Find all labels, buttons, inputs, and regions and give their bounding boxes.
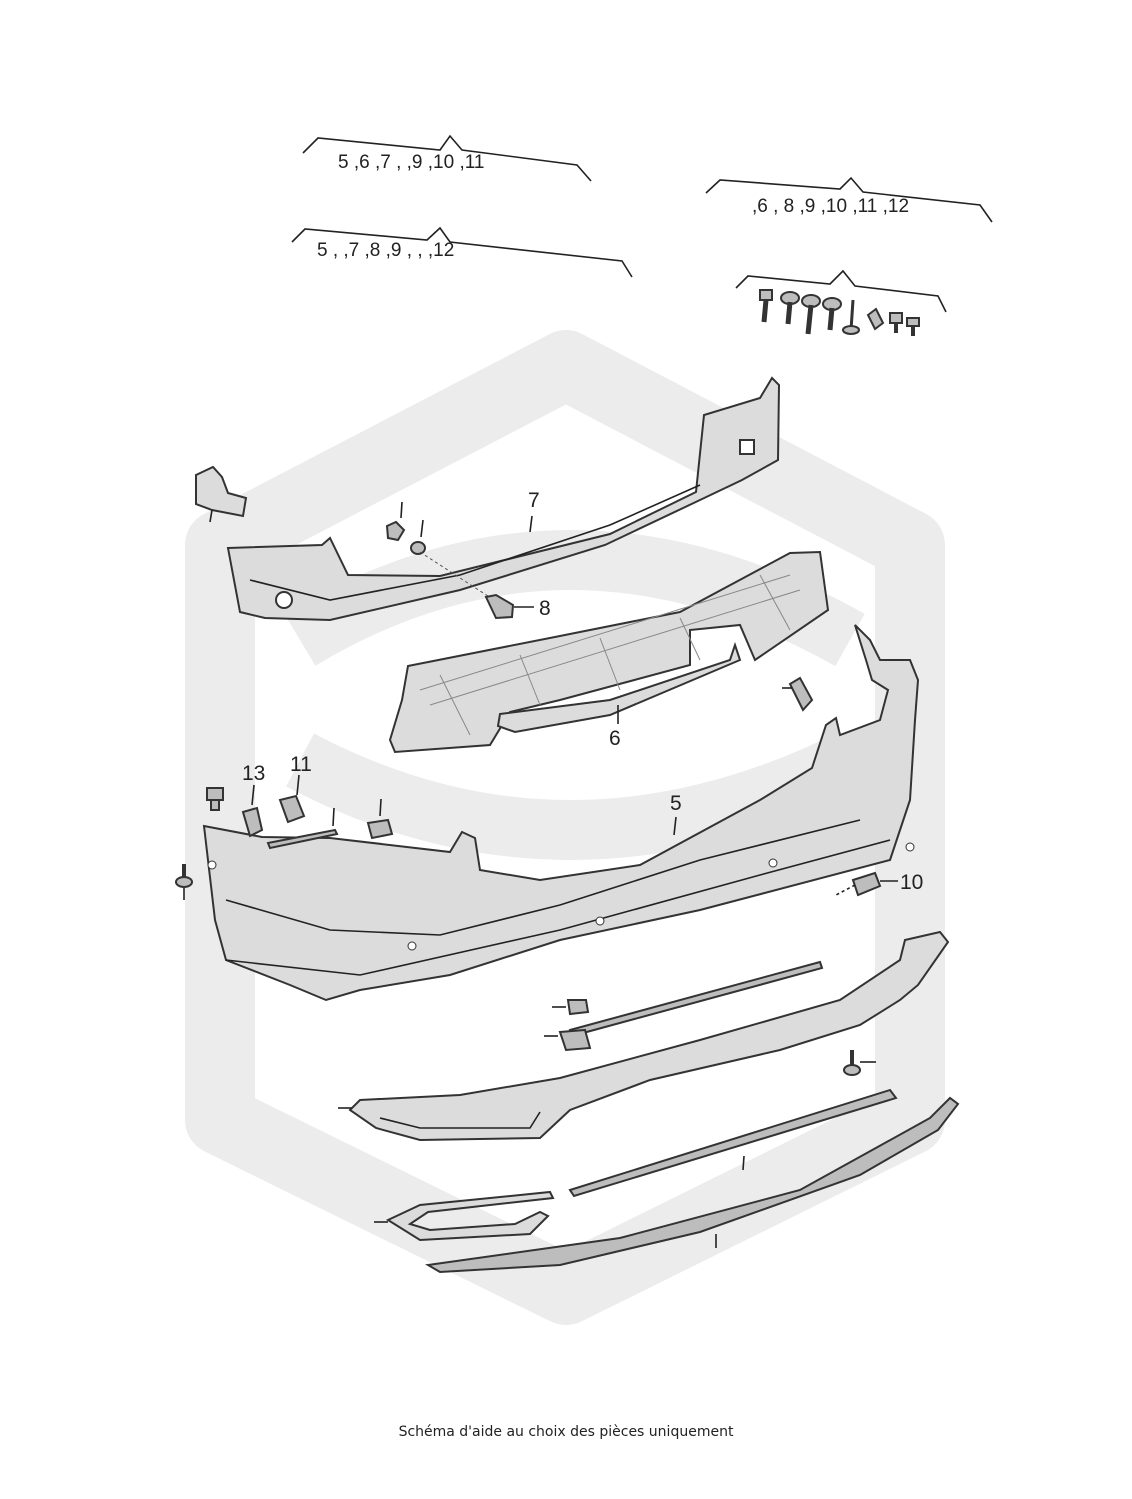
nut-icon <box>410 519 426 555</box>
bracket-13: 13 <box>241 762 265 838</box>
bolt-icon <box>801 294 821 335</box>
chrome-trim-center <box>568 1088 898 1198</box>
clip-icon <box>366 798 394 840</box>
group-bracket-2: 5 , ,7 ,8 ,9 , , ,12 <box>291 226 633 278</box>
group-label-2: 5 , ,7 ,8 ,9 , , ,12 <box>317 240 454 261</box>
part-label-11: 11 <box>290 753 312 776</box>
part-label-5: 5 <box>670 792 682 815</box>
leader-7 <box>529 515 533 533</box>
part-label-10: 10 <box>900 871 923 894</box>
group-label-3: ,6 , 8 ,9 ,10 ,11 ,12 <box>752 196 909 217</box>
side-clip <box>782 676 814 712</box>
part-label-8: 8 <box>539 597 551 620</box>
cover-11: 11 <box>278 753 312 824</box>
bolt-icon <box>206 787 224 811</box>
bolt-icon <box>759 289 773 323</box>
bolt-icon <box>843 1050 876 1076</box>
clip-icon <box>866 307 885 331</box>
fastener-set <box>759 289 920 336</box>
nut-icon <box>906 317 920 336</box>
chrome-trim-left <box>374 1190 555 1242</box>
footer-disclaimer: Schéma d'aide au choix des pièces unique… <box>398 1424 734 1440</box>
sensor-bracket <box>544 999 592 1052</box>
group-bracket-fasteners <box>735 269 947 313</box>
group-label-1: 5 ,6 ,7 , ,9 ,10 ,11 <box>338 152 484 173</box>
bolt-icon <box>822 297 842 331</box>
clip-icon <box>385 501 406 542</box>
part-label-7: 7 <box>528 489 540 512</box>
rear-diffuser <box>338 930 950 1142</box>
group-bracket-1: 5 ,6 ,7 , ,9 ,10 ,11 <box>302 134 592 182</box>
nut-icon <box>889 312 903 333</box>
bolt-icon <box>175 864 193 900</box>
bumper-carrier <box>226 376 781 622</box>
part-label-6: 6 <box>609 727 621 750</box>
chrome-trim-lower <box>425 1096 960 1274</box>
mounting-bracket-left <box>195 465 248 523</box>
clip-icon <box>842 299 860 335</box>
energy-absorber <box>388 550 830 754</box>
bolt-icon <box>780 291 800 325</box>
bracket-clip-8: 8 <box>484 593 551 620</box>
tow-hook-cap: 10 <box>835 871 923 897</box>
trim-strip-small <box>266 807 339 850</box>
group-bracket-3: ,6 , 8 ,9 ,10 ,11 ,12 <box>705 176 993 223</box>
bumper-cover <box>202 624 920 1002</box>
part-label-13: 13 <box>242 762 265 785</box>
